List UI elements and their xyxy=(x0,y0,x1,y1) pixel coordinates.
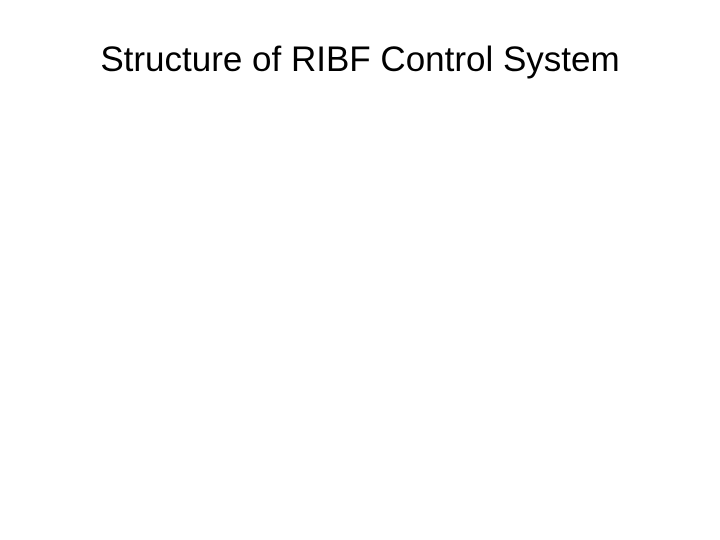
slide-title: Structure of RIBF Control System xyxy=(100,40,620,79)
slide-body xyxy=(36,110,684,510)
